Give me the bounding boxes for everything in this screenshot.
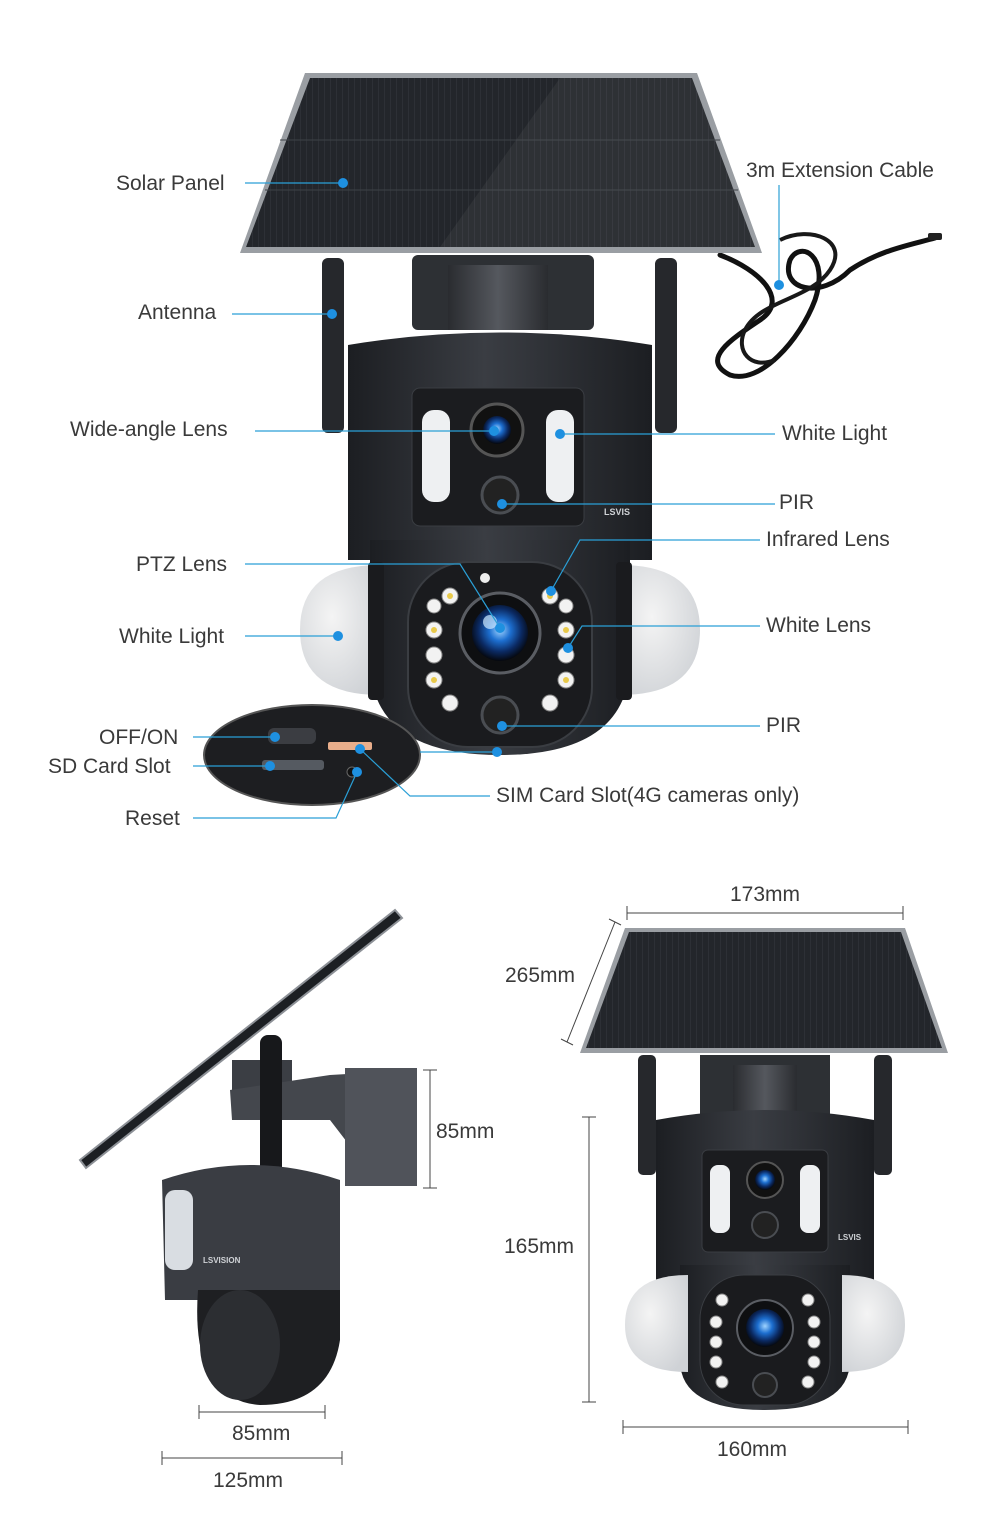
label-pir-top: PIR — [779, 491, 815, 514]
floodlight-left — [300, 565, 380, 695]
antenna-right — [655, 258, 677, 433]
label-solar-panel: Solar Panel — [116, 172, 225, 195]
front-view-camera: LSVIS — [580, 928, 948, 1410]
label-pir-bottom: PIR — [766, 714, 802, 737]
label-ptz-lens: PTZ Lens — [136, 553, 228, 576]
sd-slot — [262, 760, 324, 770]
label-reset: Reset — [125, 807, 180, 830]
led-ring-right — [541, 587, 575, 712]
port-closeup — [203, 704, 421, 806]
label-sim-card-slot: SIM Card Slot(4G cameras only) — [496, 784, 800, 807]
svg-text:LSVIS: LSVIS — [838, 1233, 862, 1242]
dim-panel-length: 265mm — [505, 964, 576, 987]
solar-panel — [246, 78, 755, 247]
antenna-left — [322, 258, 344, 433]
label-antenna: Antenna — [138, 301, 217, 324]
label-white-lens: White Lens — [766, 614, 872, 637]
cable-connector — [928, 233, 942, 240]
callout-lines — [193, 182, 780, 819]
cable-loop — [739, 232, 838, 365]
brand-logo-side: LSVISION — [203, 1256, 241, 1265]
extension-cable — [715, 235, 938, 379]
dim-body-width: 160mm — [717, 1438, 788, 1461]
mast-joint — [448, 265, 548, 330]
side-view-camera: LSVISION — [78, 908, 417, 1405]
dim-bracket-height: 85mm — [436, 1120, 495, 1143]
front-solar-panel — [586, 932, 942, 1048]
label-wide-angle-lens: Wide-angle Lens — [70, 418, 228, 441]
dimension-lines — [161, 906, 909, 1465]
callout-dots — [265, 178, 784, 777]
label-infrared-lens: Infrared Lens — [766, 528, 890, 551]
dim-base-width: 85mm — [232, 1422, 291, 1445]
sim-slot — [328, 742, 372, 750]
label-white-light-right: White Light — [782, 422, 888, 445]
pir-sensor-bottom — [480, 695, 520, 735]
main-camera: LSVIS — [203, 73, 942, 806]
label-white-light-left: White Light — [119, 625, 225, 648]
dim-body-height: 165mm — [504, 1235, 575, 1258]
label-extension-cable: 3m Extension Cable — [746, 159, 934, 182]
label-off-on: OFF/ON — [99, 726, 179, 749]
white-light-strip-right — [546, 410, 574, 502]
dim-panel-width: 173mm — [730, 883, 801, 906]
floodlight-right — [620, 565, 700, 695]
dim-depth: 125mm — [213, 1469, 284, 1492]
side-solar-panel — [78, 908, 404, 1170]
white-light-strip-left — [422, 410, 450, 502]
power-switch — [268, 728, 316, 744]
side-light — [165, 1190, 193, 1270]
brand-logo-top: LSVIS — [604, 507, 630, 517]
label-sd-card-slot: SD Card Slot — [48, 755, 171, 778]
side-housing — [162, 1165, 340, 1300]
